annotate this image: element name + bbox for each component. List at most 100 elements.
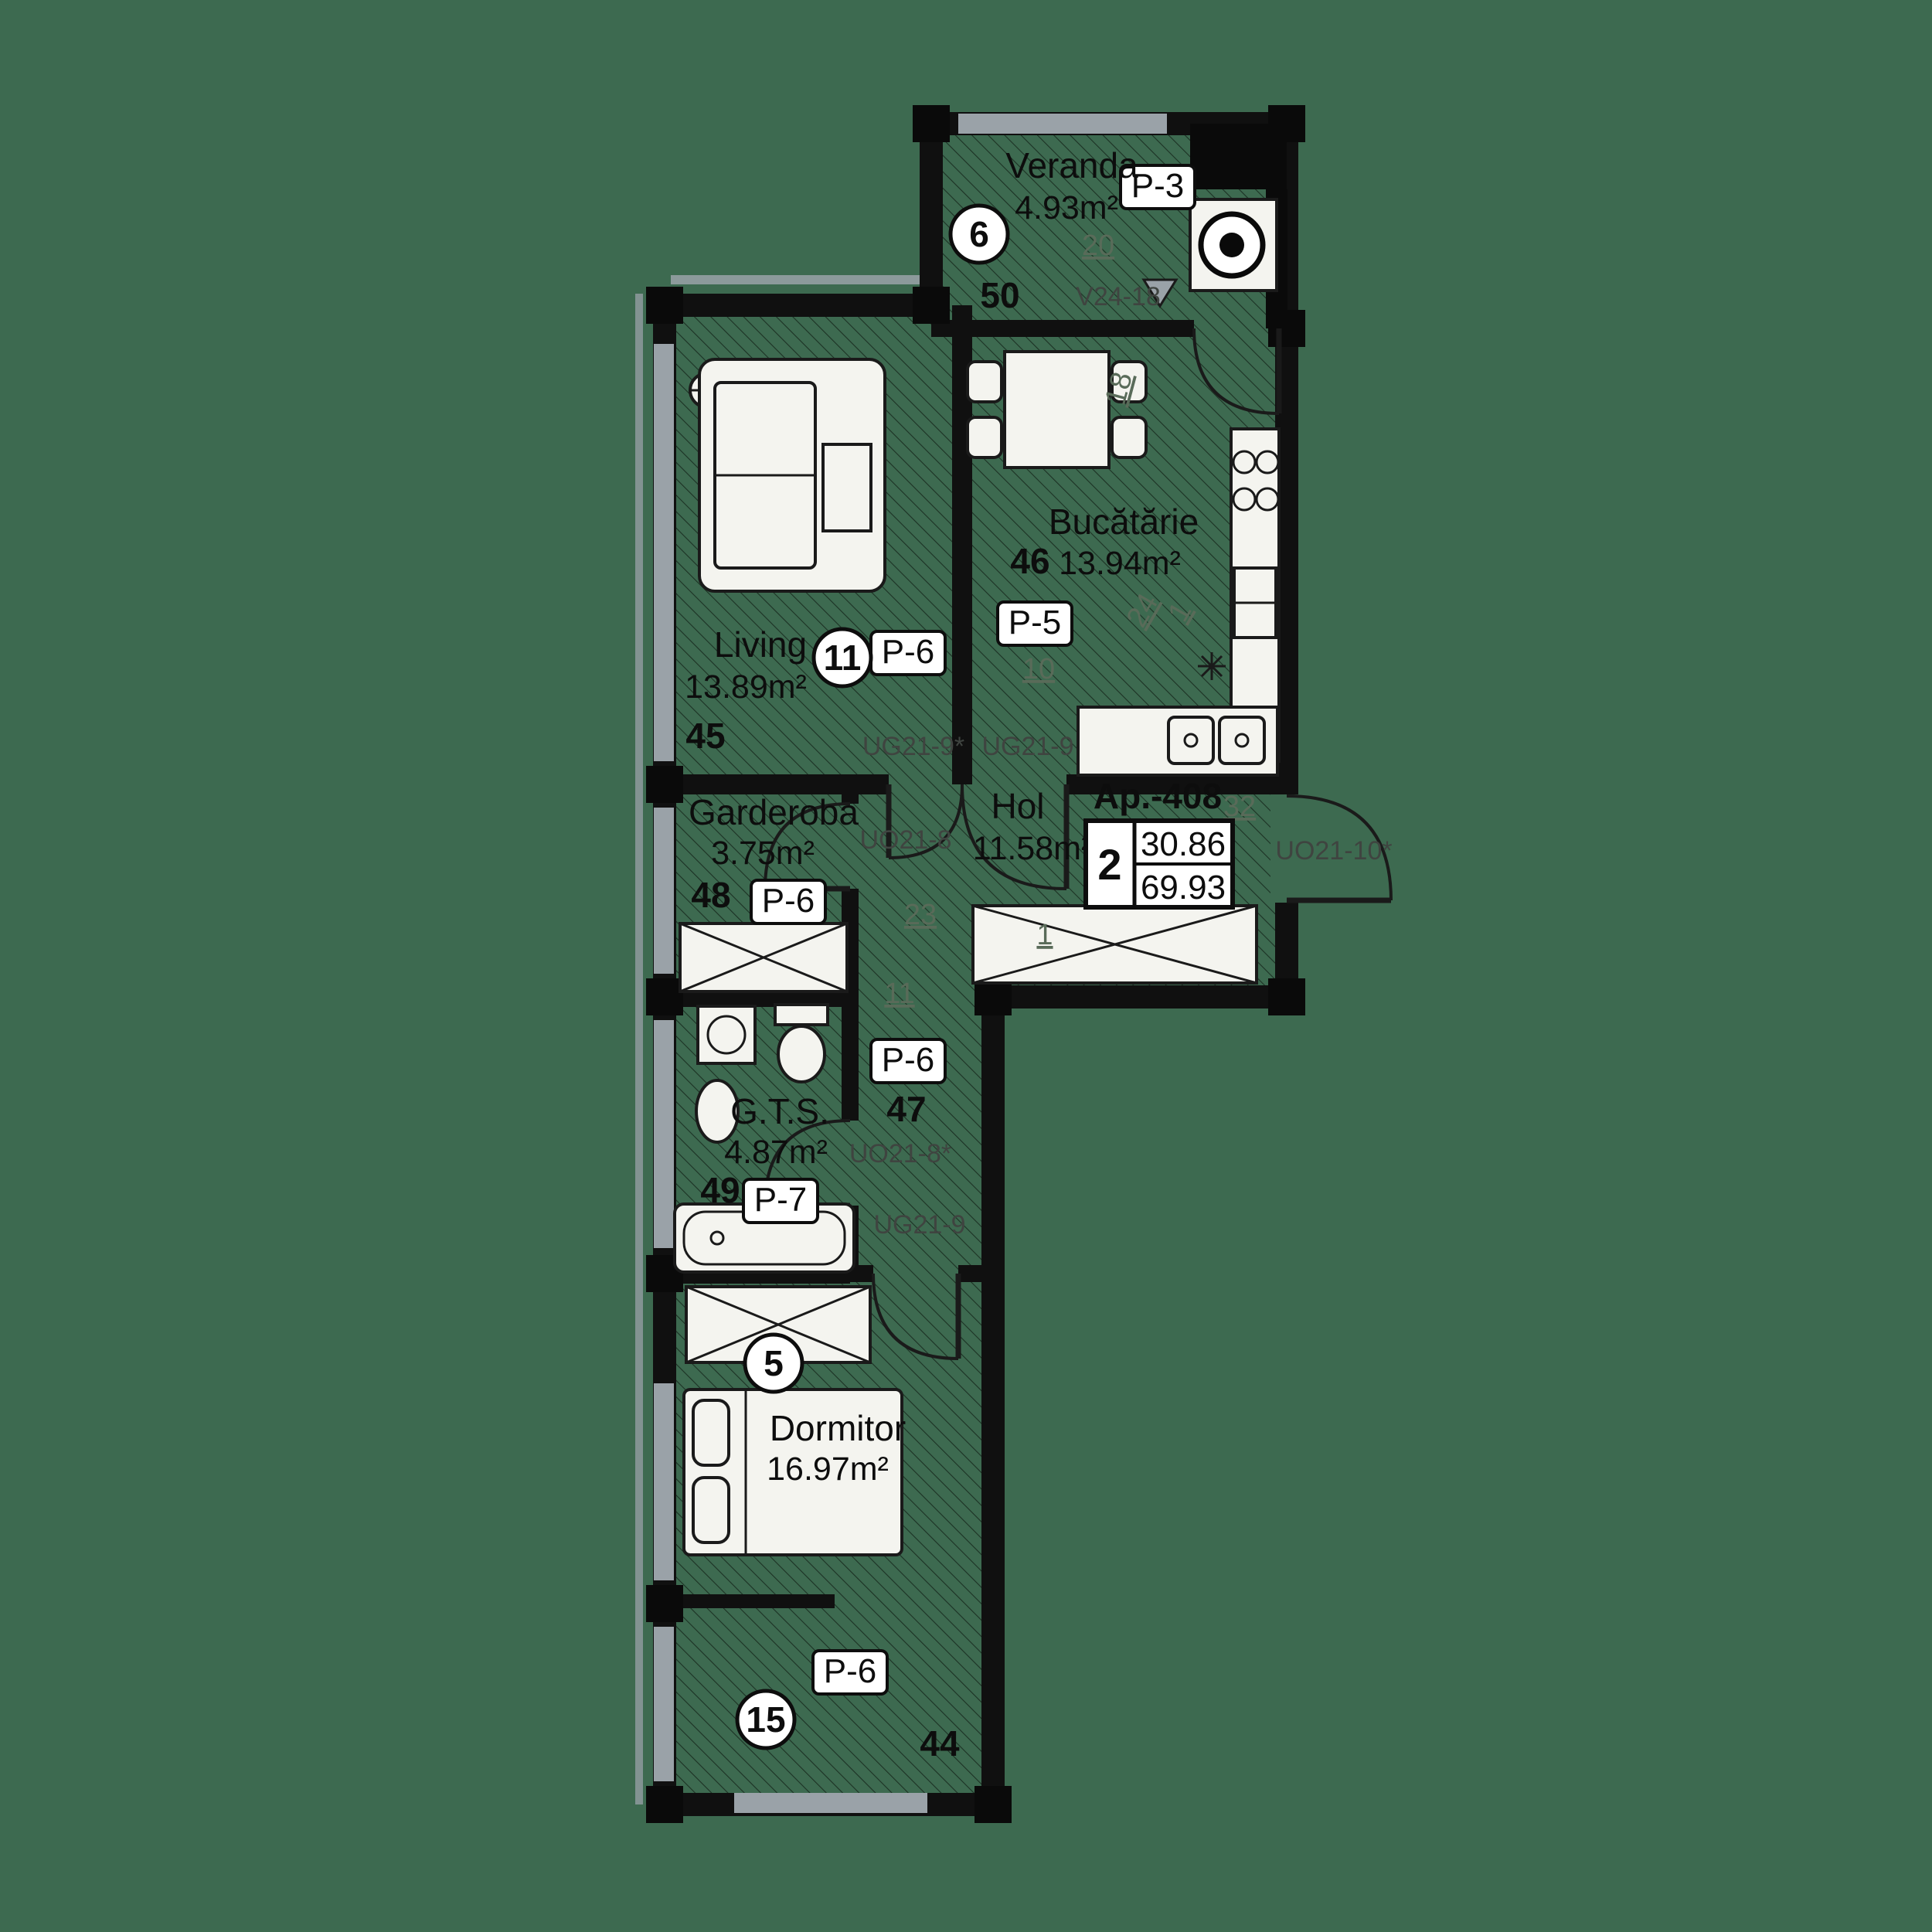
dim-hol: 1 [1036,919,1053,951]
room-name-garderoba: Garderoba [689,792,859,832]
apartment-living-area: 30.86 [1141,825,1226,863]
stove-burner [1255,450,1280,474]
top-cornice [671,275,926,284]
finish-label-gts: P-7 [754,1181,807,1219]
structural-piers [646,105,1305,1823]
veranda-shaft [1190,124,1287,189]
marker-circle-veranda [948,203,1010,265]
finish-label-garderoba: P-6 [762,882,815,920]
pier [1268,978,1305,1015]
dim-garderoba: 23 [904,899,937,931]
pier [913,105,950,142]
hol-wardrobe-x [972,904,1257,985]
sink-drain [1234,733,1250,748]
apartment-total-area: 69.93 [1141,869,1226,906]
bathroom-sink [695,1079,740,1144]
room-name-living: Living [714,624,807,665]
pier [975,1786,1012,1823]
finish-box-garderoba [750,879,827,925]
marker-veranda: 6 [969,214,989,254]
living-door-arc [888,784,964,859]
dormitor-wardrobe-x [685,1285,871,1364]
pier [646,1585,683,1622]
pier [646,287,683,324]
window-bottom [654,1627,674,1781]
furniture-gts [673,1003,855,1274]
window-garderoba [654,808,674,974]
finish-label-living: P-6 [882,633,934,671]
room-area-garderoba: 3.75m² [711,835,815,872]
room-number-veranda: 50 [980,275,1019,315]
room-area-bucatarie: 13.94m² [1059,545,1181,582]
furniture-kitchen [966,350,1281,777]
window-veranda-top [958,114,1167,134]
window-dormitor [654,1383,674,1580]
room-area-veranda: 4.93m² [1015,189,1118,226]
pier [913,287,950,324]
circled-markers: 6 11 5 15 [735,203,1010,1750]
dim-corridor: 11 [884,978,914,1010]
finish-box-bucatarie [996,600,1073,647]
marker-circle-gts [743,1332,804,1394]
room-number-hol: 47 [886,1089,926,1129]
left-rail [635,294,643,1804]
code-entry-door: UO21-10* [1275,836,1392,866]
marker-circle-bottom [735,1689,797,1750]
finish-box-dormitor [811,1649,889,1696]
finish-label-hol: P-6 [882,1041,934,1079]
pier [646,766,683,803]
chair [1111,416,1148,459]
sink-bowl [1218,716,1266,765]
apartment-id: Ap.-408 [1094,776,1222,816]
stove-burner [1232,450,1257,474]
pillow [692,1476,730,1544]
code-veranda-window: V24-18 [1076,282,1161,311]
finish-box-gts [742,1178,819,1224]
pier [646,1786,683,1823]
room-area-dormitor: 16.97m² [767,1451,889,1488]
furniture-living [689,358,886,593]
furniture-veranda [1141,198,1278,308]
marker-circle-living [811,627,873,689]
code-living-door: UG21-9* [862,732,964,761]
exterior-deco [635,275,926,1804]
window-bottom-wall [734,1793,927,1813]
entry-opening [1270,794,1303,903]
toilet-tank [774,1003,829,1026]
chair [1111,360,1148,403]
finish-boxes: P-3 P-5 P-6 P-6 P-6 P-7 P-6 [742,164,1196,1696]
garderoba-door-arc [764,802,851,889]
drain-funnel-icon [1141,278,1179,308]
entry-door-arc [1286,794,1393,901]
dim-veranda: 20 [1082,230,1114,262]
windows [654,114,1167,1813]
bathtub-drain [709,1230,725,1246]
sink-bowl [1167,716,1215,765]
code-kitchen-door: UG21-9 [981,732,1073,761]
room-name-gts: G.T.S. [730,1091,829,1131]
sink-drain [1183,733,1199,748]
marker-bottom: 15 [746,1699,785,1740]
opening-codes: V24-18 UG21-9* UG21-9 UO21-8 UO21-8* UG2… [849,282,1393,1240]
code-garderoba-door: UO21-8 [859,825,951,855]
stove-burner [1255,487,1280,512]
code-bedroom-door: UG21-9 [873,1210,965,1240]
apartment-rooms-count: 2 [1097,840,1121,889]
pier [646,978,683,1015]
furniture-dormitor [682,1388,903,1556]
apartment-info: Ap.-408 2 30.86 69.93 [1083,776,1235,910]
room-name-hol: Hol [991,786,1044,826]
bed [682,1388,903,1556]
washing-machine [696,1005,757,1065]
room-labels: Veranda 4.93m² 50 Bucătărie 13.94m² 46 L… [685,145,1199,1764]
finish-box-veranda [1119,164,1196,210]
dim-kitchen-low: 10 [1022,653,1055,685]
room-number-gts: 49 [700,1170,740,1210]
garderoba-wardrobe-x [679,922,848,993]
pillow [692,1399,730,1467]
finish-label-veranda: P-3 [1131,167,1184,205]
finish-box-hol [869,1038,947,1084]
room-number-bucatarie: 46 [1010,541,1049,581]
